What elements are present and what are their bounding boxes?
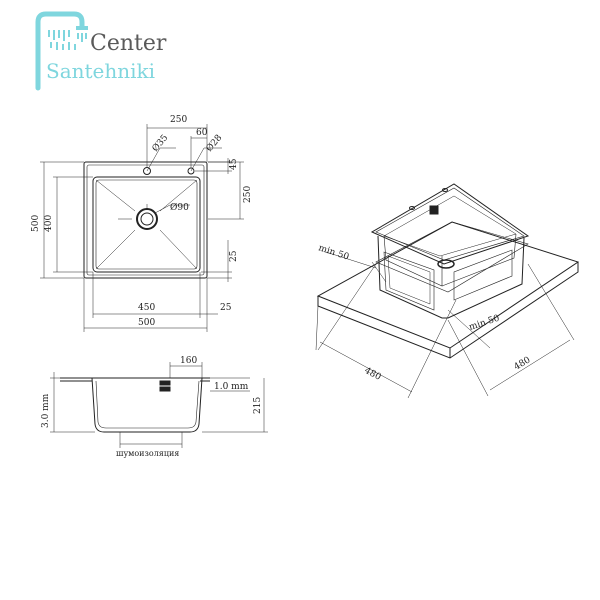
dim-3mm: 3.0 mm [41, 393, 51, 428]
dim-25-right: 25 [229, 250, 239, 262]
dim-480-right: 480 [513, 355, 533, 372]
water-drops-icon [48, 30, 87, 50]
dim-480-left: 480 [363, 366, 383, 383]
dim-500-bottom: 500 [138, 318, 155, 328]
drain-circle [136, 208, 158, 230]
countertop-slab [316, 221, 580, 349]
sink-rim-outline [83, 161, 208, 279]
insulation-label: шумоизоляция [116, 449, 179, 458]
dim-45: 45 [229, 158, 239, 170]
dim-400-left: 400 [44, 215, 54, 232]
faucet-icon [35, 11, 85, 91]
sink-bowl-outline [92, 176, 201, 273]
logo-text-center: Center [90, 31, 167, 56]
top-view [40, 124, 244, 332]
sink-profile [91, 377, 203, 433]
dim-60: 60 [196, 128, 208, 138]
dim-1mm: 1.0 mm [214, 382, 249, 392]
logo-text-santehniki: Santehniki [46, 59, 155, 83]
iso-view [315, 183, 580, 399]
dim-500-left: 500 [31, 215, 41, 232]
iso-sink-rim [370, 183, 530, 265]
dim-250-right: 250 [243, 186, 253, 203]
dim-25-bottom: 25 [220, 303, 232, 313]
dim-250-top: 250 [170, 115, 187, 125]
dim-450: 450 [138, 303, 155, 313]
brand-logo: Center Santehniki [35, 11, 167, 91]
dim-dia-35: Ø35 [150, 132, 171, 154]
dim-dia-90: Ø90 [170, 202, 189, 213]
side-view [50, 362, 268, 448]
dim-min50-left: min 50 [317, 243, 350, 262]
dim-215: 215 [253, 397, 263, 414]
dim-160: 160 [180, 356, 197, 366]
dim-min50-right: min 50 [468, 314, 501, 333]
